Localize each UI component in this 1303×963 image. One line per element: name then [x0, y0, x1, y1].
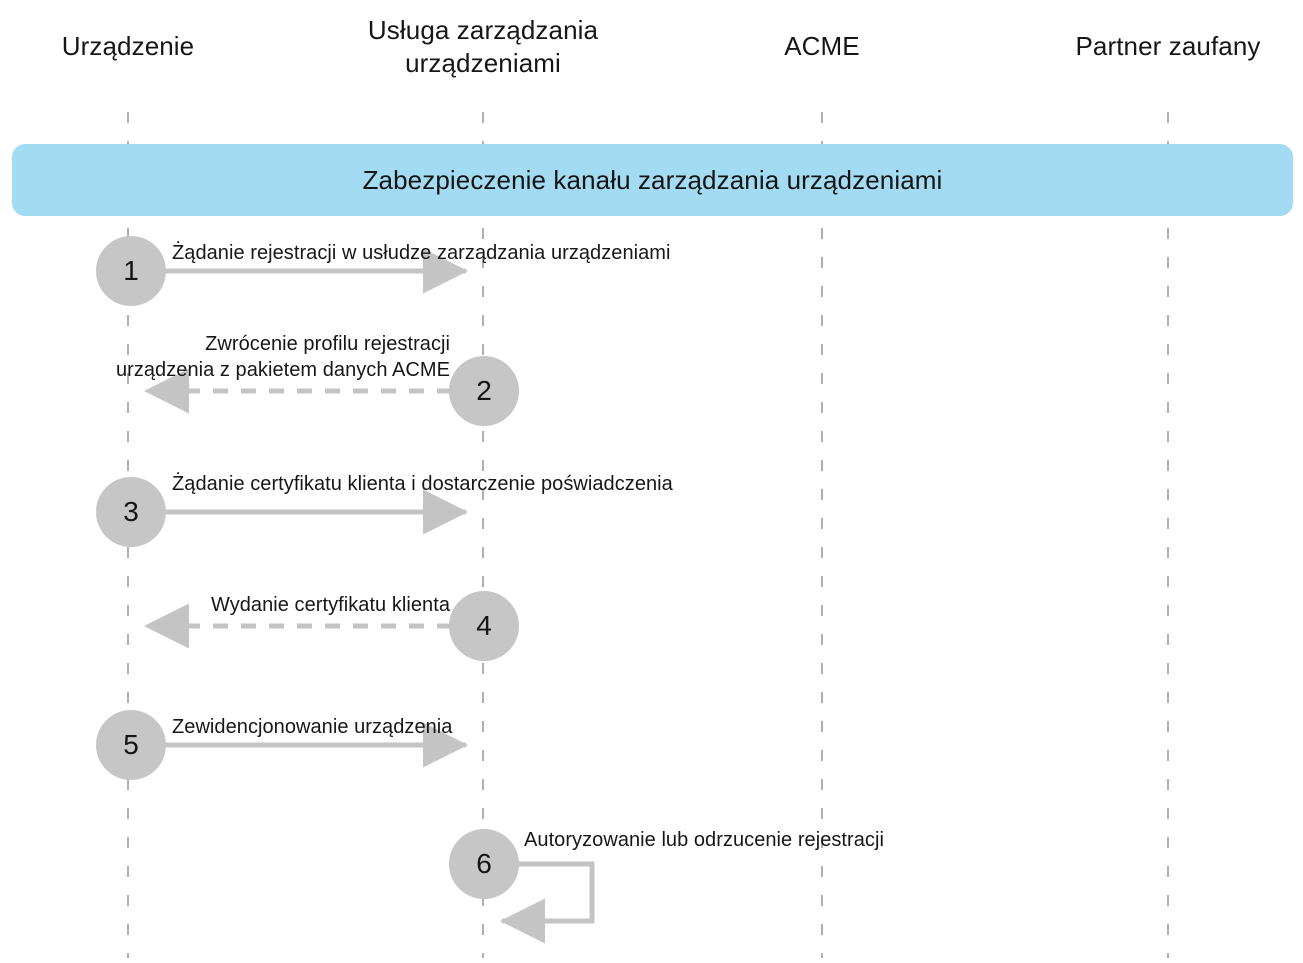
- message-label-3: Żądanie certyfikatu klienta i dostarczen…: [172, 473, 673, 495]
- message-label-2: Zwrócenie profilu rejestracji urządzenia…: [115, 333, 450, 381]
- message-label-5: Zewidencjonowanie urządzenia: [172, 716, 453, 738]
- step-badge-3[interactable]: 3: [96, 477, 166, 547]
- step-badge-5[interactable]: 5: [96, 710, 166, 780]
- step-badge-4[interactable]: 4: [449, 591, 519, 661]
- actor-header-acme: ACME: [784, 31, 860, 61]
- message-label-1: Żądanie rejestracji w usłudze zarządzani…: [172, 242, 671, 264]
- step-badge-2[interactable]: 2: [449, 356, 519, 426]
- message-label-4: Wydanie certyfikatu klienta: [210, 594, 450, 616]
- step-badge-1[interactable]: 1: [96, 236, 166, 306]
- phase-banner: Zabezpieczenie kanału zarządzania urządz…: [12, 144, 1293, 216]
- message-label-6: Autoryzowanie lub odrzucenie rejestracji: [524, 829, 884, 851]
- actor-header-mdm: Usługa zarządzania urządzeniami: [367, 15, 599, 78]
- actor-header-device: Urządzenie: [61, 31, 195, 61]
- actor-header-partner: Partner zaufany: [1075, 31, 1261, 61]
- phase-banner-label: Zabezpieczenie kanału zarządzania urządz…: [362, 165, 943, 195]
- step-badge-6[interactable]: 6: [449, 829, 519, 899]
